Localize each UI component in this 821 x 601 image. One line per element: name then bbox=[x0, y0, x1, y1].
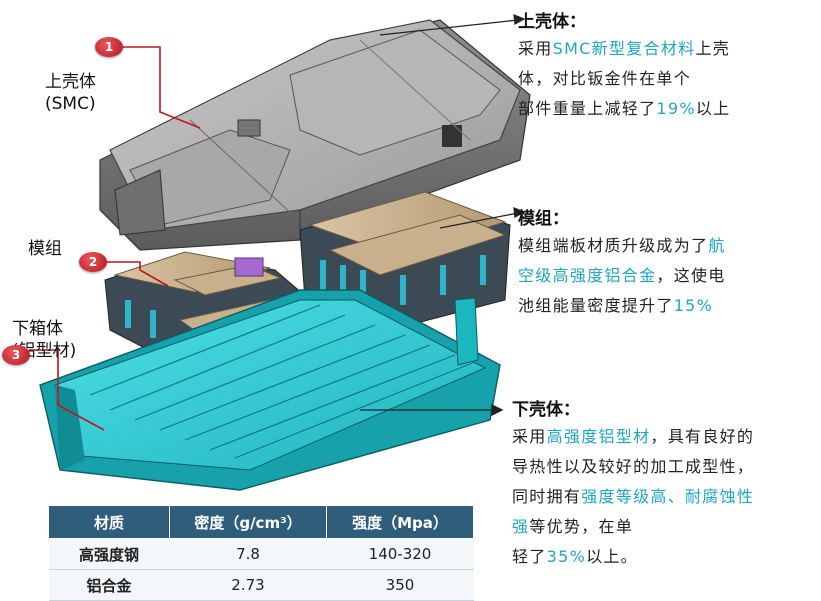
table-cell: 7.8 bbox=[169, 538, 327, 570]
table-row: 铝合金 2.73 350 bbox=[48, 569, 474, 601]
badge-3: 3 bbox=[2, 345, 30, 365]
upper-shell-label: 上壳体 (SMC) bbox=[45, 71, 96, 115]
upper-shell-label-line2: (SMC) bbox=[45, 94, 96, 114]
upper-shell-panel: 上壳体： 采用SMC新型复合材料上壳 体，对比钣金件在单个 部件重量上减轻了19… bbox=[518, 10, 818, 124]
table-header-density: 密度（g/cm³） bbox=[169, 505, 327, 539]
table-header-strength: 强度（Mpa） bbox=[326, 505, 474, 539]
table-cell: 铝合金 bbox=[48, 569, 170, 601]
lower-shell-panel: 下壳体： 采用高强度铝型材，具有良好的 导热性以及较好的加工成型性， 同时拥有强… bbox=[512, 398, 812, 572]
table-cell: 140-320 bbox=[326, 538, 474, 570]
lower-box-label-line1: 下箱体 bbox=[12, 319, 63, 339]
table-cell: 高强度钢 bbox=[48, 538, 170, 570]
lower-shell-text: 采用高强度铝型材，具有良好的 导热性以及较好的加工成型性， 同时拥有强度等级高、… bbox=[512, 427, 755, 566]
arrows bbox=[360, 13, 526, 417]
material-comparison-table: 材质 密度（g/cm³） 强度（Mpa） 高强度钢 7.8 140-320 铝合… bbox=[48, 505, 474, 601]
lower-tray-graphic bbox=[39, 289, 501, 491]
badge-1: 1 bbox=[95, 37, 123, 57]
upper-shell-title: 上壳体： bbox=[518, 12, 586, 32]
lower-shell-title: 下壳体： bbox=[512, 400, 580, 420]
module-text: 模组端板材质升级成为了航 空级高强度铝合金，这使电 池组能量密度提升了15% bbox=[518, 236, 726, 315]
callout-lines bbox=[29, 46, 201, 431]
table-header-row: 材质 密度（g/cm³） 强度（Mpa） bbox=[48, 505, 474, 539]
table-cell: 2.73 bbox=[169, 569, 327, 601]
module-title: 模组： bbox=[518, 209, 569, 229]
table-row: 高强度钢 7.8 140-320 bbox=[48, 538, 474, 570]
badge-2: 2 bbox=[79, 252, 107, 272]
upper-shell-text: 采用SMC新型复合材料上壳 体，对比钣金件在单个 部件重量上减轻了19%以上 bbox=[518, 39, 731, 118]
upper-shell-label-line1: 上壳体 bbox=[45, 72, 96, 92]
table-cell: 350 bbox=[326, 569, 474, 601]
table-header-material: 材质 bbox=[48, 505, 170, 539]
module-panel: 模组： 模组端板材质升级成为了航 空级高强度铝合金，这使电 池组能量密度提升了1… bbox=[518, 207, 818, 321]
module-label: 模组 bbox=[28, 239, 62, 259]
